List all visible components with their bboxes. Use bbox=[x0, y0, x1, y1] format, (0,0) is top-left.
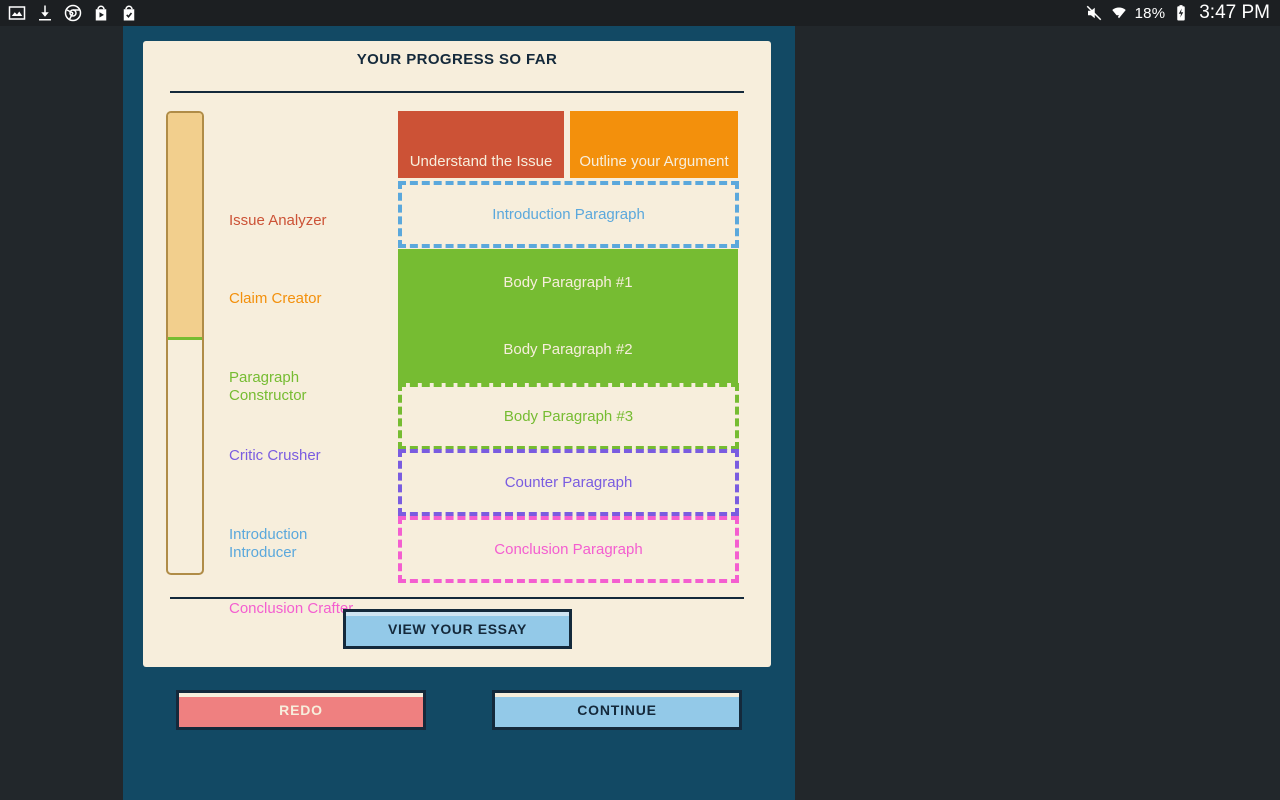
divider-bottom bbox=[170, 597, 744, 599]
battery-charging-icon bbox=[1172, 4, 1190, 22]
stage-label-critic-crusher: Critic Crusher bbox=[229, 447, 321, 464]
divider-top bbox=[170, 91, 744, 93]
redo-button[interactable]: REDO bbox=[176, 690, 426, 730]
image-icon bbox=[8, 4, 26, 22]
view-your-essay-button[interactable]: VIEW YOUR ESSAY bbox=[343, 609, 572, 649]
mute-icon bbox=[1085, 4, 1103, 22]
continue-button[interactable]: CONTINUE bbox=[492, 690, 742, 730]
stage-label-introduction-introducer: Introduction Introducer bbox=[229, 526, 308, 561]
battery-percent: 18% bbox=[1134, 4, 1166, 22]
status-bar-right: 18% 3:47 PM bbox=[1085, 2, 1270, 24]
stage-label-conclusion-crafter: Conclusion Crafter bbox=[229, 600, 354, 617]
stage-label-issue-analyzer: Issue Analyzer bbox=[229, 212, 327, 229]
block-body-paragraph-1[interactable]: Body Paragraph #1 bbox=[398, 249, 738, 316]
stage-label-paragraph-constructor: Paragraph Constructor bbox=[229, 369, 307, 404]
status-bar-left-icons bbox=[8, 4, 1085, 22]
block-outline-your-argument[interactable]: Outline your Argument bbox=[570, 111, 738, 178]
block-introduction-paragraph[interactable]: Introduction Paragraph bbox=[398, 181, 739, 248]
block-body-paragraph-2[interactable]: Body Paragraph #2 bbox=[398, 316, 738, 383]
progress-rail-fill bbox=[168, 113, 202, 340]
block-conclusion-paragraph[interactable]: Conclusion Paragraph bbox=[398, 516, 739, 583]
wifi-icon bbox=[1110, 4, 1128, 22]
block-understand-the-issue[interactable]: Understand the Issue bbox=[398, 111, 564, 178]
block-body-paragraph-3[interactable]: Body Paragraph #3 bbox=[398, 383, 739, 450]
chrome-icon bbox=[64, 4, 82, 22]
status-bar: 18% 3:47 PM bbox=[0, 0, 1280, 26]
play-store-icon bbox=[92, 4, 110, 22]
block-counter-paragraph[interactable]: Counter Paragraph bbox=[398, 449, 739, 516]
stage-label-claim-creator: Claim Creator bbox=[229, 290, 322, 307]
play-store-checked-icon bbox=[120, 4, 138, 22]
clock-time: 3:47 PM bbox=[1199, 2, 1270, 23]
page-title: YOUR PROGRESS SO FAR bbox=[356, 51, 558, 68]
download-icon bbox=[36, 4, 54, 22]
progress-rail bbox=[166, 111, 204, 575]
